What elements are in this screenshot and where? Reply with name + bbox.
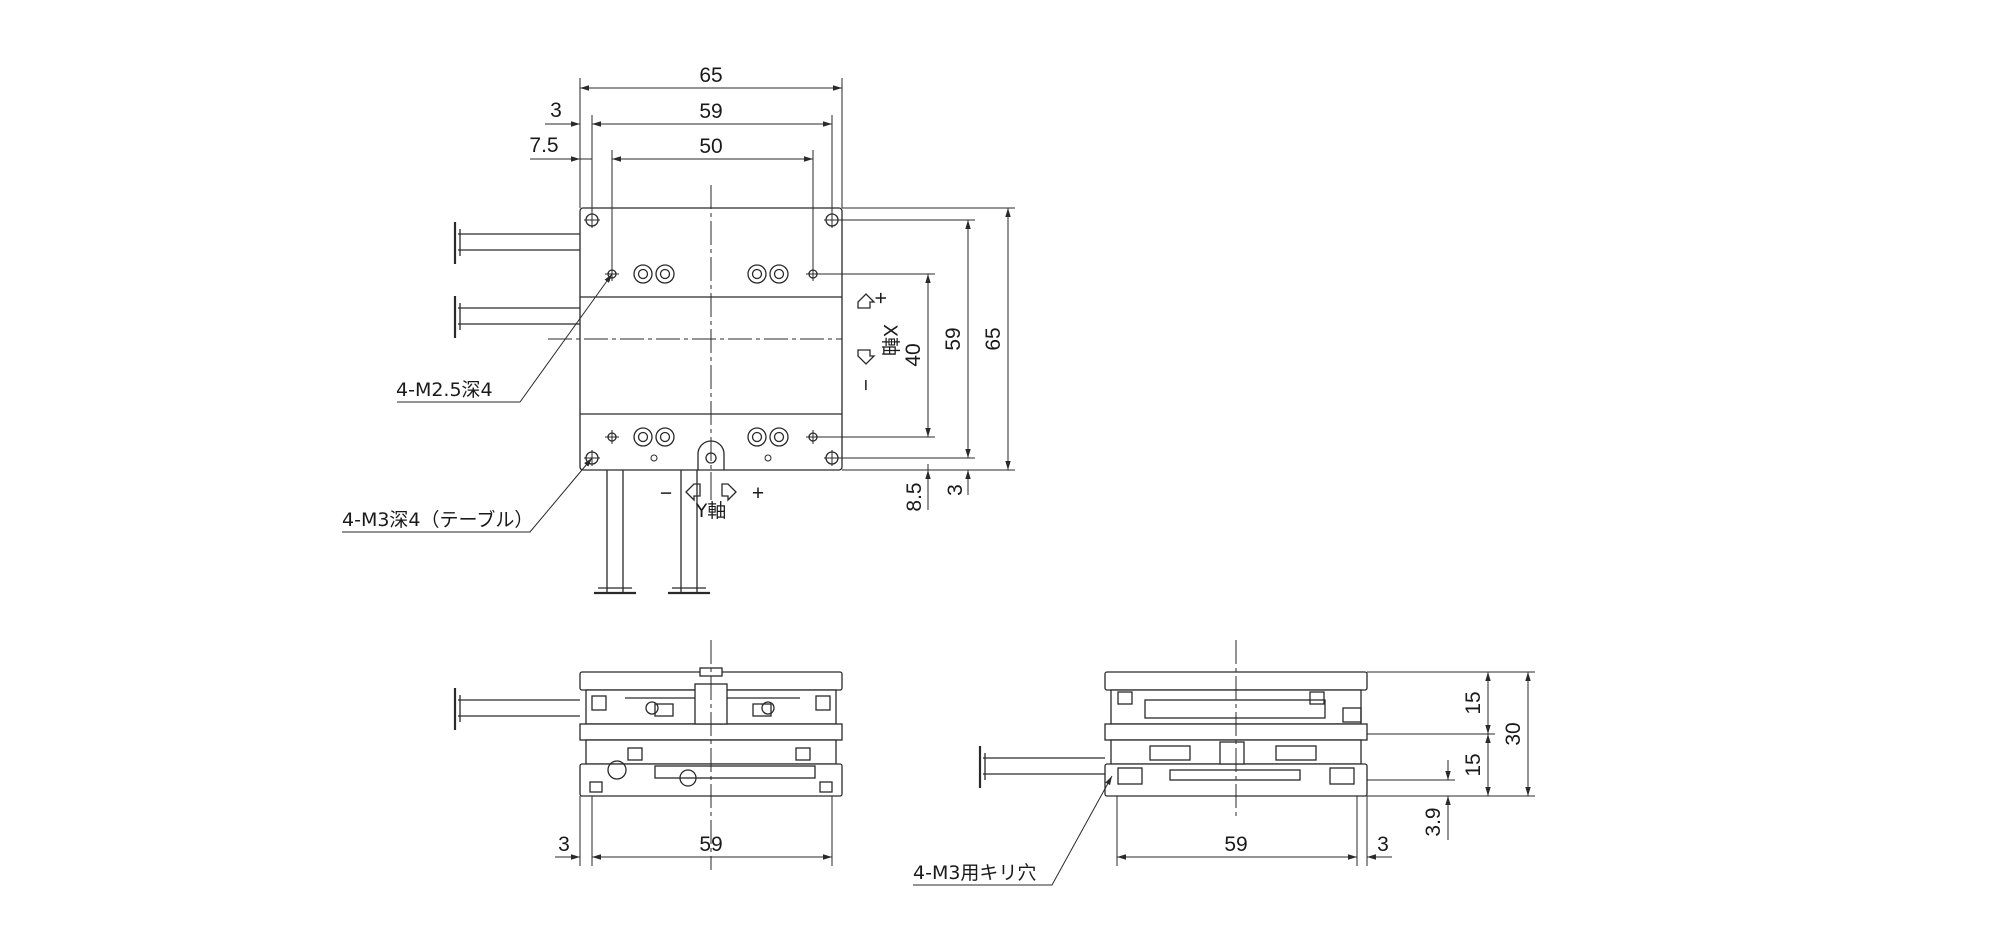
top-view: 65 59 50 3 7.5 65 59 40 3 8.5 +: [342, 64, 1015, 595]
dim-3-top: 3: [550, 99, 562, 122]
counterbore-holes: [633, 264, 789, 462]
x-minus-label: −: [854, 379, 877, 391]
y-axis-indicator: − + Y軸: [660, 472, 764, 522]
y-axis-label: Y軸: [695, 500, 727, 522]
side-dim-30: 30: [1502, 722, 1525, 745]
dim-7-5-top: 7.5: [529, 134, 558, 157]
dim-59-right: 59: [942, 327, 965, 350]
lock-knob: [697, 440, 725, 470]
y-micrometer-handles: [594, 470, 710, 595]
front-view: 59 3: [453, 640, 843, 870]
side-view: 15 15 30 3.9 59 3 4-M3用キリ穴: [913, 640, 1535, 886]
label-m25-holes: 4-M2.5深4: [396, 379, 493, 401]
dim-40-right: 40: [902, 343, 925, 366]
y-minus-label: −: [660, 482, 672, 505]
side-dim-15-bottom: 15: [1462, 753, 1485, 776]
front-dim-3: 3: [558, 833, 570, 856]
x-micrometer-handles: [453, 222, 580, 338]
side-dim-59: 59: [1224, 833, 1247, 856]
dim-65-right: 65: [982, 327, 1005, 350]
x-axis-label: X軸: [879, 324, 901, 356]
x-plus-label: +: [870, 292, 893, 304]
side-dim-15-top: 15: [1462, 691, 1485, 714]
dim-8-5-right: 8.5: [903, 482, 926, 511]
label-drill-hole: 4-M3用キリ穴: [913, 862, 1036, 884]
dim-3-right: 3: [944, 484, 967, 496]
dim-50-top: 50: [699, 135, 722, 158]
front-dim-59: 59: [699, 833, 722, 856]
label-m3-table-holes: 4-M3深4（テーブル）: [342, 508, 533, 531]
side-dim-3: 3: [1377, 833, 1389, 856]
dim-59-top: 59: [699, 100, 722, 123]
y-plus-label: +: [752, 482, 764, 505]
dim-65-top: 65: [699, 64, 722, 87]
side-dim-3-9: 3.9: [1422, 807, 1445, 836]
x-axis-indicator: + X軸 −: [854, 292, 901, 391]
